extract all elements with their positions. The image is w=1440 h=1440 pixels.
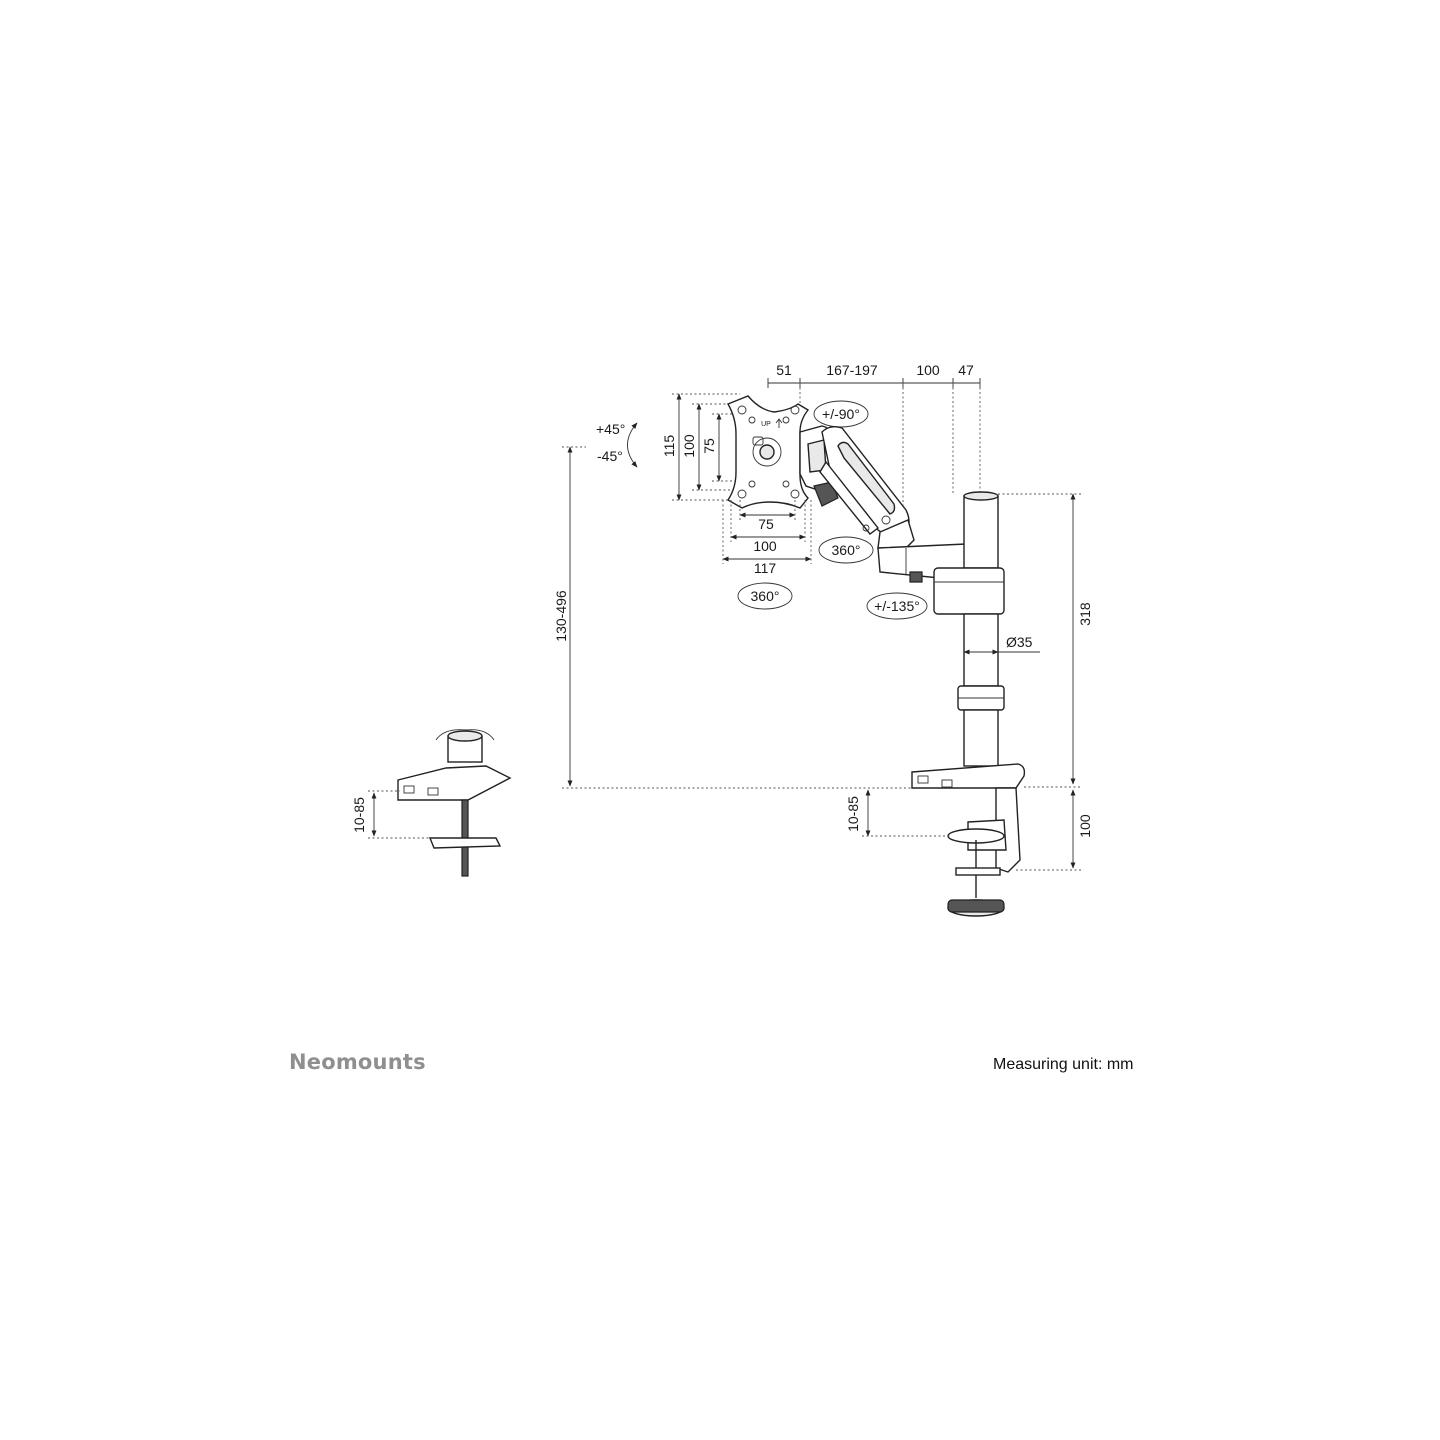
vesa-vertical-dimensions xyxy=(672,393,740,501)
dim-vesa-h-75: 75 xyxy=(701,438,717,454)
dim-top-47: 47 xyxy=(958,362,974,378)
pole xyxy=(933,491,1005,767)
dim-clamp-height: 100 xyxy=(1077,814,1093,838)
dim-height-range: 130-496 xyxy=(553,590,569,642)
dim-clamp-range-detail: 10-85 xyxy=(351,797,367,833)
dim-vesa-w-75: 75 xyxy=(758,516,774,532)
swivel-plate-badge-icon xyxy=(737,582,793,610)
up-marking: UP xyxy=(761,421,771,428)
dim-vesa-h-100: 100 xyxy=(681,434,697,458)
swivel-arm-label: 360° xyxy=(832,542,861,558)
dim-top-100: 100 xyxy=(916,362,940,378)
swivel-plate-label: 360° xyxy=(751,588,780,604)
dim-top-167-197: 167-197 xyxy=(826,362,878,378)
vesa-horizontal-dimensions xyxy=(722,500,812,564)
tilt-up-label: +45° xyxy=(596,421,625,437)
swivel-arm-badge-icon xyxy=(818,536,874,564)
dim-vesa-w-117: 117 xyxy=(754,560,777,576)
vesa-plate xyxy=(726,395,810,509)
measuring-unit-label: Measuring unit: mm xyxy=(993,1056,1134,1073)
dim-clamp-range-main: 10-85 xyxy=(845,796,861,832)
swivel-base-label: +/-135° xyxy=(874,598,920,614)
dim-vesa-w-100: 100 xyxy=(753,538,777,554)
swivel-base-badge-icon xyxy=(866,592,928,620)
dim-pole-diameter: Ø35 xyxy=(1006,634,1033,650)
tilt-arc-icon xyxy=(627,422,638,468)
rotate-plate-label: +/-90° xyxy=(822,406,860,422)
desk-clamp-detail xyxy=(397,729,512,877)
dim-pole-height: 318 xyxy=(1077,602,1093,626)
gas-spring-arm xyxy=(799,425,975,583)
dim-top-51: 51 xyxy=(776,362,792,378)
tilt-down-label: -45° xyxy=(597,448,623,464)
brand-logo: Neomounts xyxy=(289,1050,426,1074)
desk-clamp-main xyxy=(911,763,1026,917)
dim-vesa-h-115: 115 xyxy=(661,435,677,458)
